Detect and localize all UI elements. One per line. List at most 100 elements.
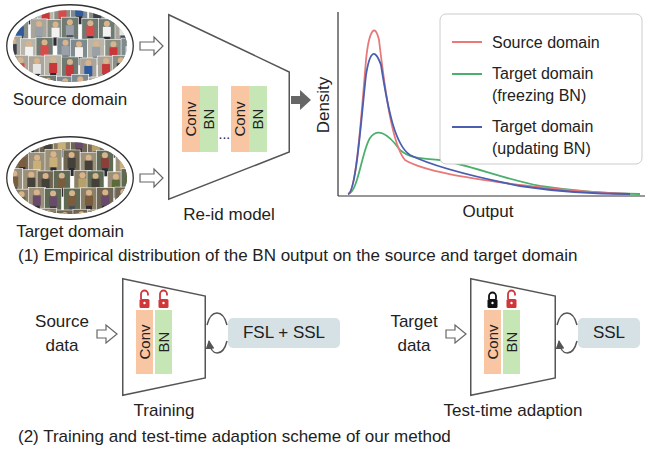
person-torso: [126, 46, 134, 56]
person-torso: [18, 157, 26, 167]
person-head: [93, 136, 99, 142]
photo-collage: [4, 0, 150, 104]
conv-layer: Conv: [182, 86, 200, 152]
person-torso: [33, 64, 41, 74]
person-torso: [129, 214, 137, 224]
node-caption: Source domain: [13, 90, 127, 110]
photo: [28, 56, 45, 82]
photo: [97, 188, 114, 214]
person-torso: [129, 85, 137, 95]
person-torso: [119, 195, 127, 205]
photo: [131, 57, 148, 83]
input-label: Target data: [383, 310, 445, 358]
person-head: [53, 22, 59, 28]
axis-label: Density: [314, 77, 334, 134]
person-head: [120, 20, 126, 26]
person-legs: [127, 56, 133, 64]
person-head: [130, 79, 136, 85]
bn-layer: BN: [249, 86, 267, 152]
person-head: [112, 1, 118, 7]
model-trapezoid: TrainingConvBN: [122, 278, 206, 396]
loss-box: SSL: [578, 318, 640, 348]
person-legs: [138, 206, 144, 214]
person-head: [86, 190, 92, 196]
person-legs: [103, 74, 109, 82]
legend-line: [452, 126, 482, 128]
ellipse-shape: [6, 4, 134, 88]
person-head: [28, 172, 34, 178]
person-head: [25, 211, 31, 217]
lock-keyhole: [143, 302, 145, 304]
person-head: [67, 59, 73, 65]
person-head: [50, 190, 56, 196]
person-head: [138, 23, 144, 29]
person-head: [136, 153, 142, 159]
unlocked-icon: [507, 291, 517, 309]
person-torso: [78, 178, 86, 188]
legend-text: Target domain (freezing BN): [492, 63, 632, 107]
input-arrow: [97, 325, 117, 343]
person-head: [59, 173, 65, 179]
person-legs: [11, 187, 17, 195]
photo: [121, 169, 138, 195]
person-torso: [16, 63, 24, 73]
person-head: [86, 155, 92, 161]
person-head: [27, 0, 33, 6]
person-head: [110, 209, 116, 215]
lock-shackle: [489, 293, 496, 300]
person-legs: [19, 207, 25, 215]
person-head: [127, 40, 133, 46]
photo: [131, 151, 148, 177]
ellipse-shape: [6, 136, 134, 220]
legend-line: [452, 41, 482, 43]
lock-shackle: [160, 291, 167, 300]
person-head: [45, 210, 51, 216]
person-legs: [118, 73, 124, 81]
person-torso: [111, 7, 119, 17]
model-trapezoid: Test-time adaptionConvBN: [470, 278, 556, 396]
person-head: [113, 134, 119, 140]
person-head: [127, 171, 133, 177]
person-head: [34, 58, 40, 64]
node-caption: Re-id model: [183, 205, 275, 225]
bn-layer: BN: [503, 310, 520, 374]
photo: [112, 55, 129, 81]
layer-name: BN: [250, 109, 266, 130]
person-head: [78, 211, 84, 217]
person-head: [62, 40, 68, 46]
photo: [124, 206, 141, 232]
person-legs: [127, 187, 133, 195]
person-legs: [34, 74, 40, 82]
person-head: [26, 41, 32, 47]
person-torso: [8, 8, 16, 18]
person-torso: [101, 196, 109, 206]
person-torso: [126, 8, 134, 18]
person-torso: [66, 65, 74, 75]
person-head: [102, 190, 108, 196]
person-torso: [49, 63, 57, 73]
image-ellipse: Target domain: [6, 136, 134, 220]
person-torso: [128, 140, 136, 150]
person-legs: [136, 169, 142, 177]
lock-shackle: [141, 291, 148, 300]
legend-text: Target domain (updating BN): [492, 116, 632, 160]
person-head: [26, 80, 32, 86]
person-head: [62, 78, 68, 84]
person-torso: [58, 139, 66, 149]
person-torso: [112, 140, 120, 150]
legend-text: Source domain: [492, 32, 632, 54]
person-torso: [33, 161, 41, 171]
person-legs: [129, 150, 135, 158]
person-head: [10, 78, 16, 84]
photo: [12, 55, 29, 81]
trapezoid-outline: [471, 279, 556, 396]
person-torso: [117, 63, 125, 73]
image-ellipse: Source domain: [6, 4, 134, 88]
person-torso: [49, 157, 57, 167]
person-torso: [26, 6, 34, 16]
input-arrow: [446, 325, 466, 343]
lock-shackle: [508, 291, 515, 300]
person-head: [113, 174, 119, 180]
person-torso: [42, 9, 50, 19]
person-head: [9, 2, 15, 8]
